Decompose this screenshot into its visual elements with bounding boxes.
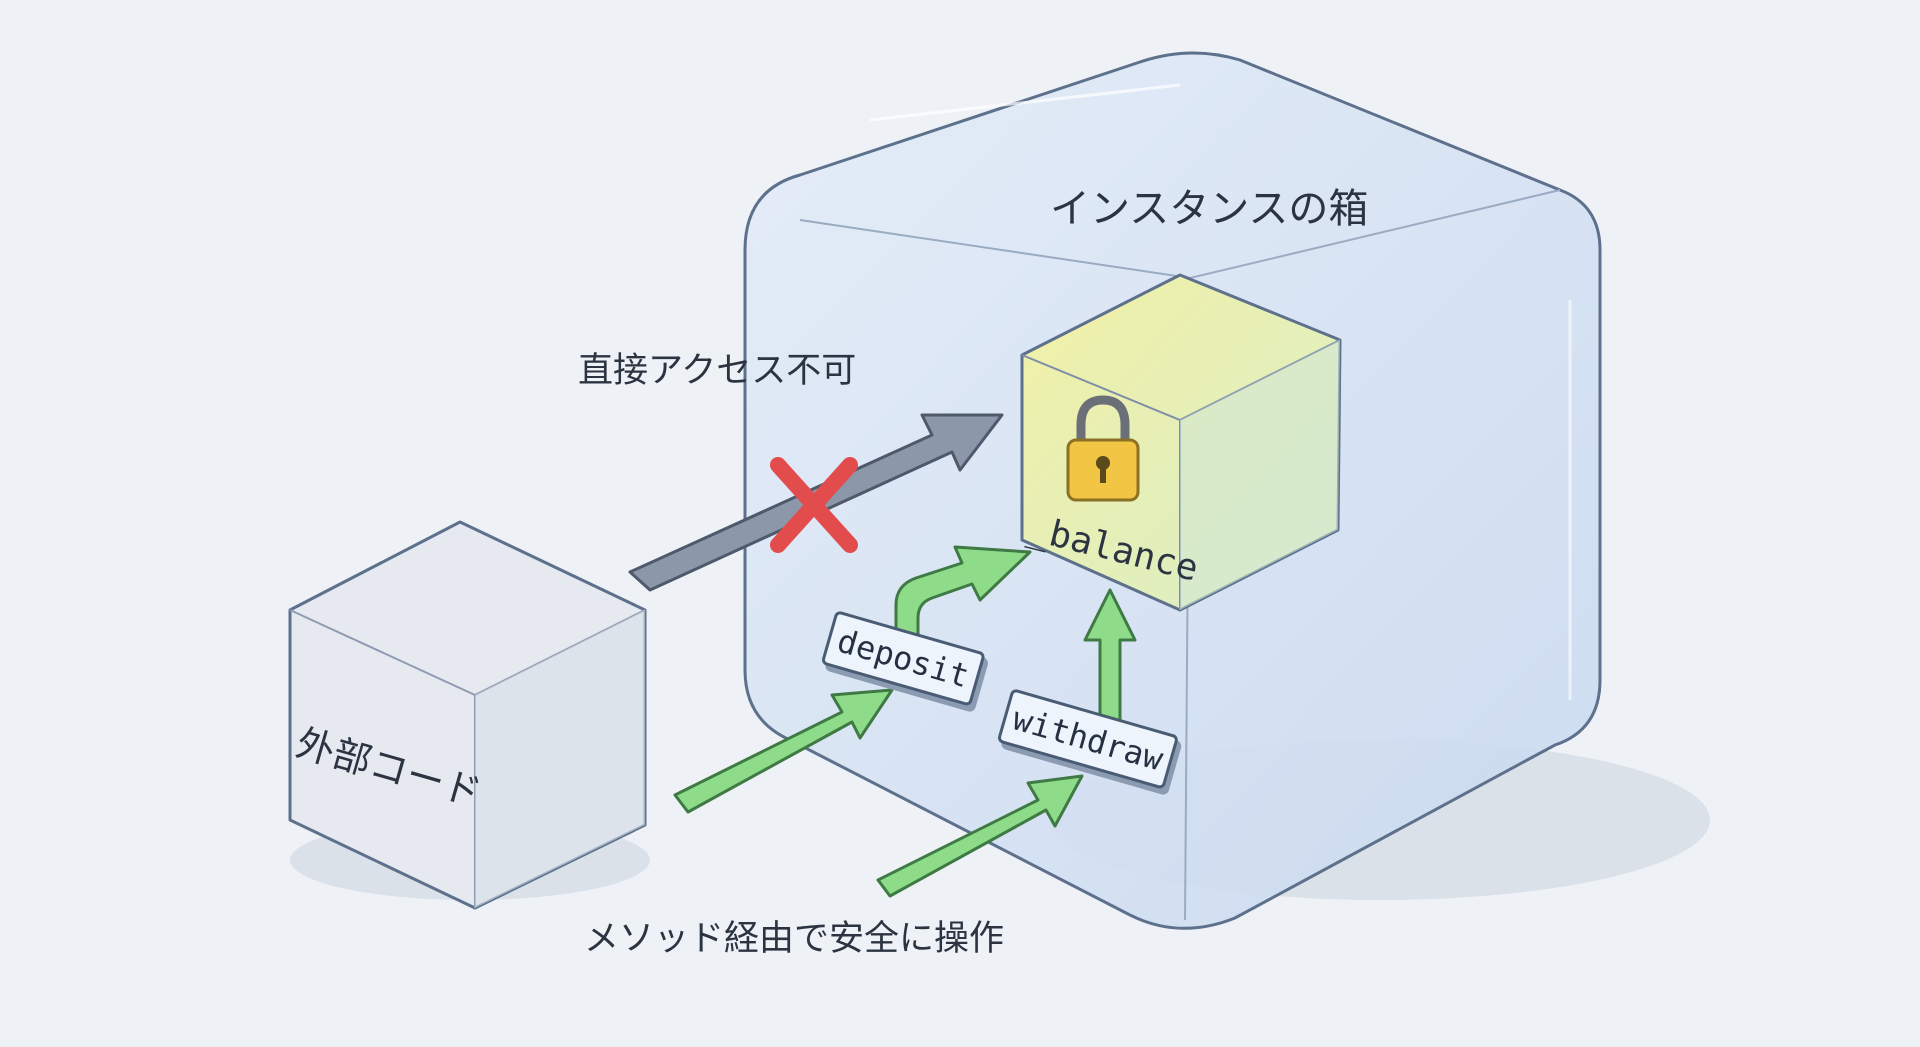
balance-cube — [1020, 273, 1342, 612]
instance-box-title: インスタンスの箱 — [1050, 186, 1369, 232]
red-x-icon — [770, 457, 858, 553]
external-code-cube — [288, 520, 647, 910]
method-access-arrows — [673, 545, 1137, 898]
padlock-icon — [1066, 395, 1140, 502]
method-access-label: メソッド経由で安全に操作 — [584, 919, 1005, 959]
direct-access-label: 直接アクセス不可 — [578, 351, 857, 391]
